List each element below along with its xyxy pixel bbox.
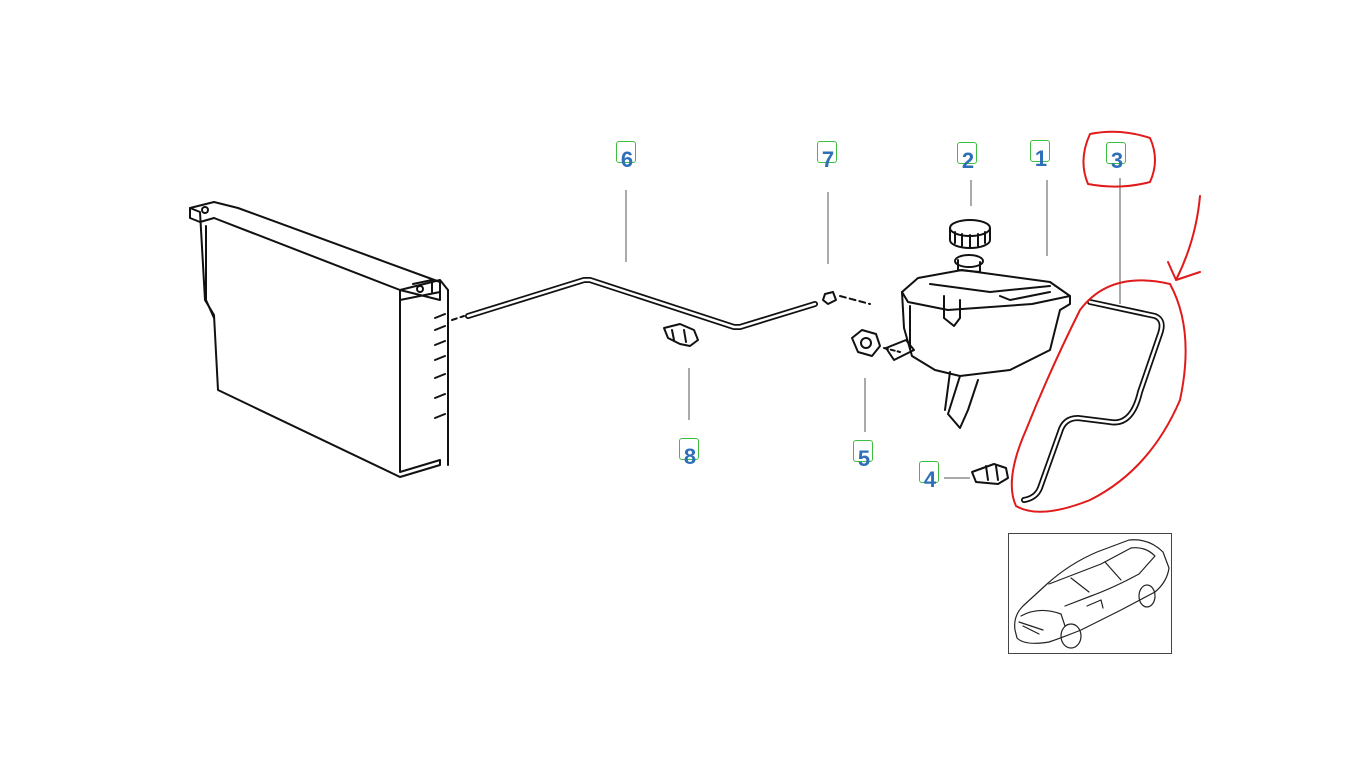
clamp-7[interactable] bbox=[822, 291, 871, 305]
callout-3-box bbox=[1106, 142, 1126, 164]
radiator[interactable] bbox=[189, 201, 449, 478]
callout-3-label: 3 bbox=[1110, 148, 1124, 173]
callout-6[interactable]: 6 bbox=[607, 141, 647, 175]
hose-6[interactable] bbox=[451, 277, 818, 330]
callout-5[interactable]: 5 bbox=[844, 440, 884, 474]
arrow-icon bbox=[1167, 195, 1201, 281]
highlight-loop bbox=[1010, 279, 1187, 513]
car-thumbnail bbox=[1008, 533, 1172, 654]
callout-8-box bbox=[679, 438, 699, 460]
red-annotation bbox=[1010, 130, 1201, 513]
callout-6-label: 6 bbox=[620, 147, 634, 172]
callout-4-box bbox=[919, 461, 939, 483]
hose-3[interactable] bbox=[1021, 299, 1165, 503]
callout-7[interactable]: 7 bbox=[808, 141, 848, 175]
clip-8[interactable] bbox=[663, 323, 699, 347]
cap-2[interactable] bbox=[949, 219, 991, 249]
callout-2-box bbox=[957, 142, 977, 164]
callout-4[interactable]: 4 bbox=[910, 461, 950, 495]
callout-2-label: 2 bbox=[961, 148, 975, 173]
car-outline-icon bbox=[1014, 539, 1170, 649]
callout-5-label: 5 bbox=[857, 446, 871, 471]
callout-1-label: 1 bbox=[1034, 146, 1048, 171]
clip-4[interactable] bbox=[971, 463, 1009, 485]
callout-2[interactable]: 2 bbox=[948, 142, 988, 176]
callout-6-box bbox=[616, 141, 636, 163]
callout-4-label: 4 bbox=[923, 467, 937, 492]
highlight-circle bbox=[1082, 130, 1156, 188]
callout-7-label: 7 bbox=[821, 147, 835, 172]
callout-8-label: 8 bbox=[683, 444, 697, 469]
nut-5[interactable] bbox=[851, 329, 901, 357]
callout-5-box bbox=[853, 440, 873, 462]
callout-3[interactable]: 3 bbox=[1097, 142, 1137, 176]
callout-1[interactable]: 1 bbox=[1021, 140, 1061, 174]
leader-lines bbox=[625, 178, 1121, 479]
callout-8[interactable]: 8 bbox=[670, 438, 710, 472]
callout-1-box bbox=[1030, 140, 1050, 162]
expansion-tank-1[interactable] bbox=[885, 254, 1071, 429]
callout-7-box bbox=[817, 141, 837, 163]
